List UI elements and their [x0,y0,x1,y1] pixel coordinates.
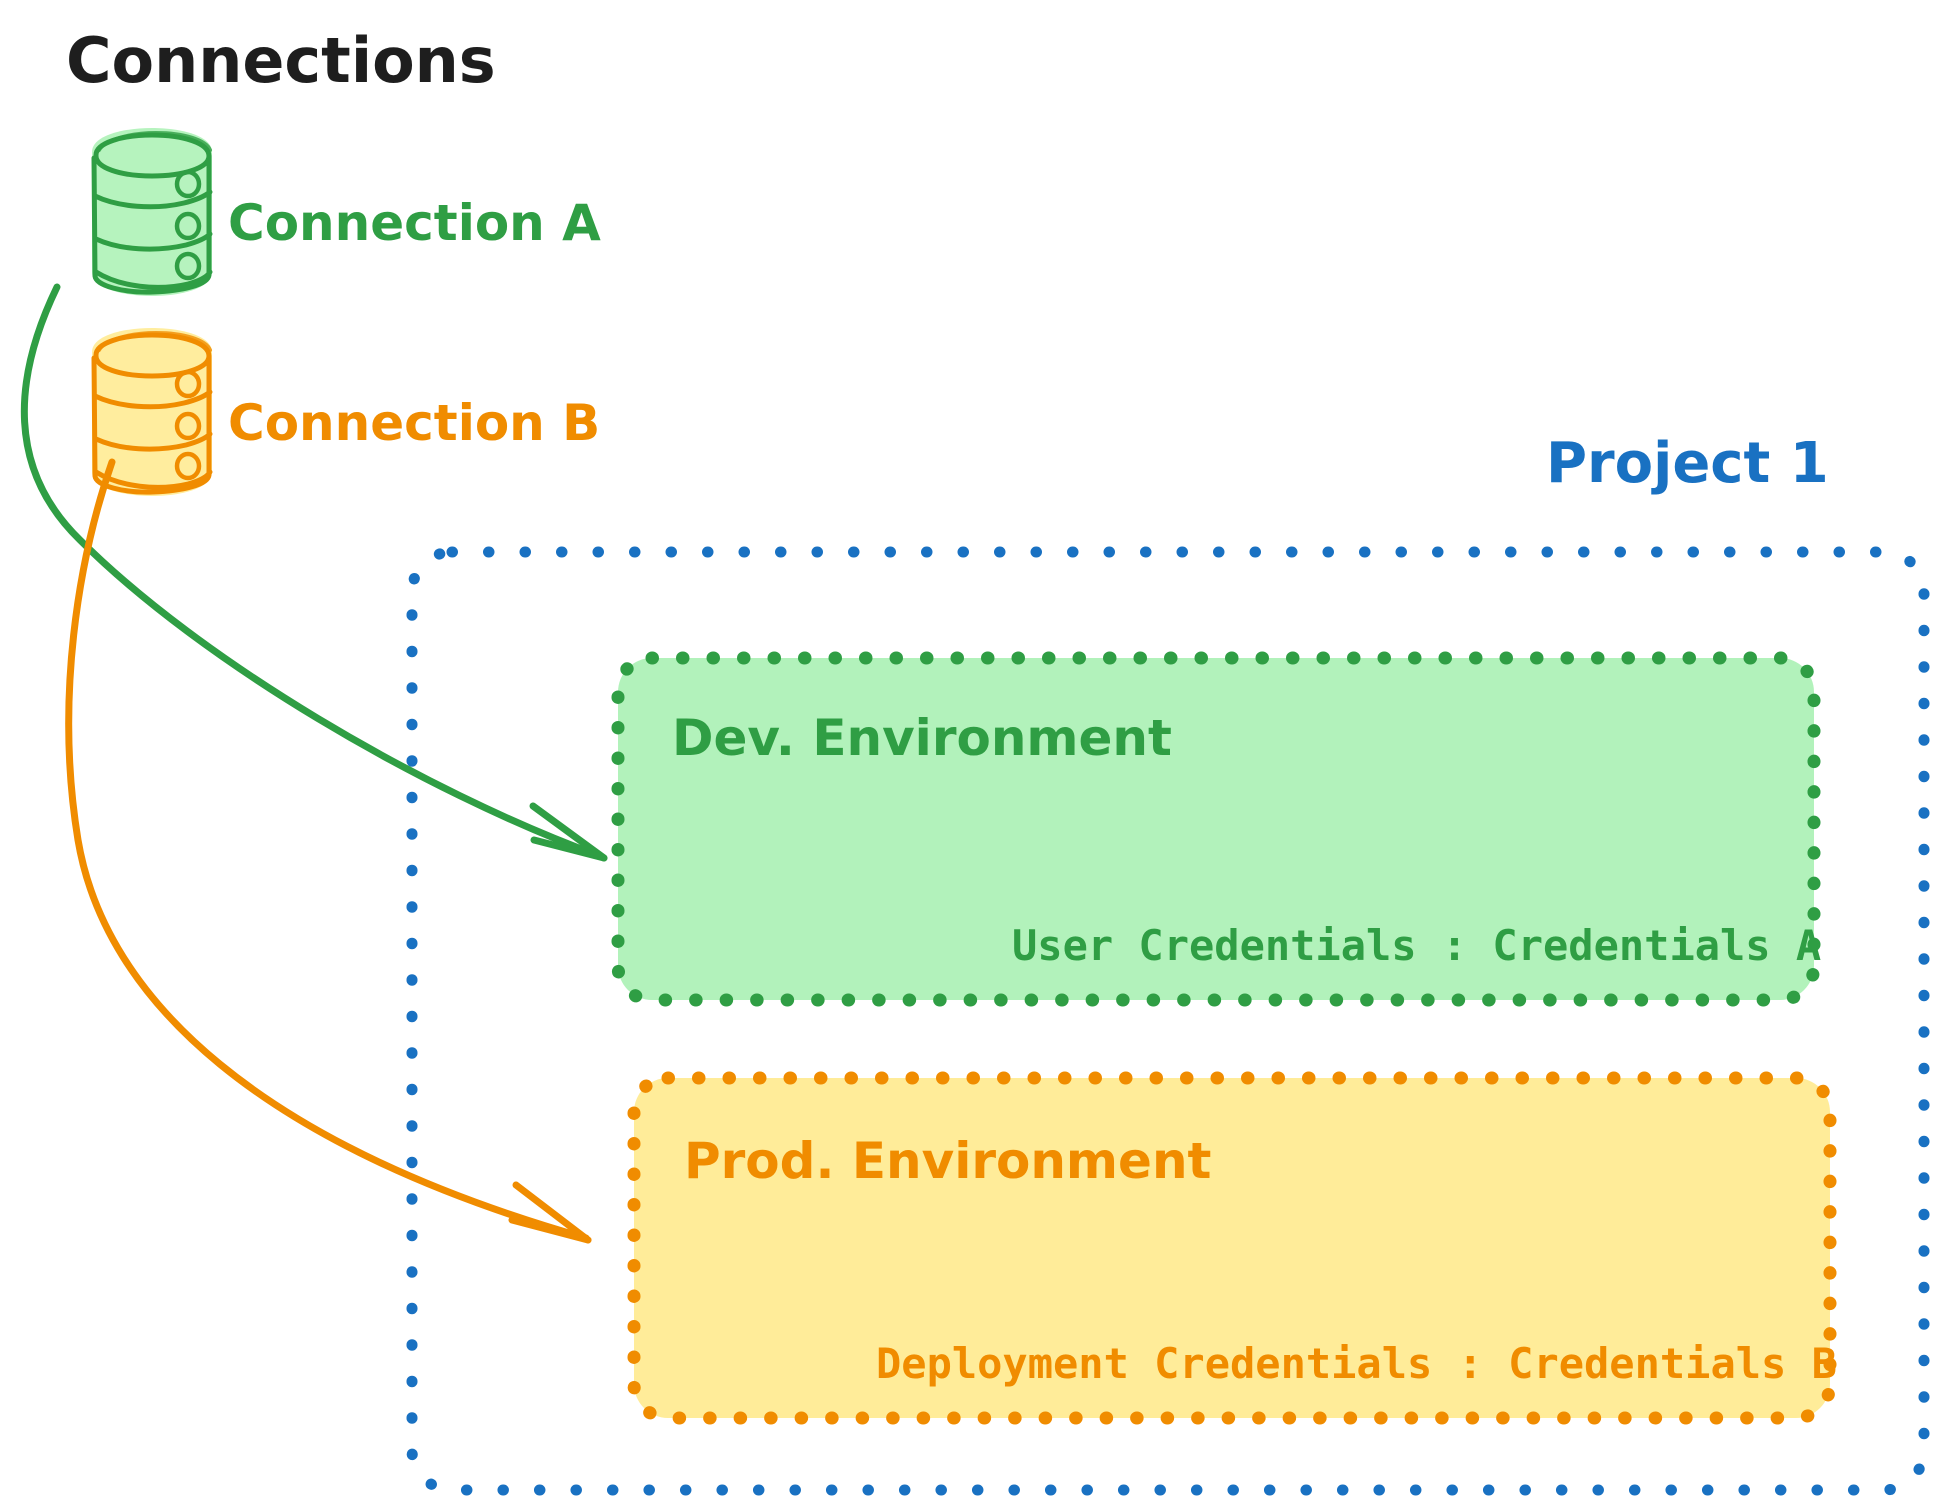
cylinder-b-led-3 [174,451,202,481]
connection-b-arrowhead-lower [508,1216,592,1244]
cylinder-b-top-sketch [97,330,212,352]
prod-environment-title: Prod. Environment [684,1132,1211,1190]
project-dotted-border [406,546,1930,1496]
connection-a-arrow-path [20,283,604,860]
cylinder-b-led-2 [174,411,202,441]
dev-environment-credentials: User Credentials : Credentials A [1012,921,1821,970]
cylinder-a-led-3 [174,251,202,281]
prod-environment-box[interactable] [627,1071,1837,1425]
cylinder-a-divider-2 [93,231,213,252]
dev-environment-title: Dev. Environment [672,709,1172,767]
connection-b-arrowhead-upper [512,1181,592,1244]
database-cylinder-icon-a[interactable] [91,128,213,296]
cylinder-a-top-sketch [97,130,212,152]
cylinder-b-body [91,354,212,495]
cylinder-a-led-1 [174,169,202,199]
project-container[interactable] [406,546,1930,1496]
legend-item-label-connection-a: Connection A [228,194,601,252]
prod-environment-dotted-border [627,1071,1837,1425]
cylinder-a-bottom [93,269,213,290]
connection-b-to-prod-arrow[interactable] [65,458,592,1244]
cylinder-a-led-2 [174,211,202,241]
prod-environment-fill [634,1078,1830,1418]
cylinder-b-divider-2 [93,431,213,452]
connection-a-to-dev-arrow[interactable] [20,283,608,862]
cylinder-b-divider-1 [92,389,213,410]
connection-a-arrowhead-upper [529,802,608,862]
cylinder-b-led-1 [174,369,202,399]
connection-b-arrow-path [65,458,590,1242]
cylinder-a-fill [92,128,212,296]
legend-item-label-connection-b: Connection B [228,394,600,452]
dev-environment-fill [618,658,1814,1000]
prod-environment-credentials: Deployment Credentials : Credentials B [876,1339,1837,1388]
project-label: Project 1 [1546,431,1829,496]
cylinder-a-divider-1 [92,189,213,210]
cylinder-b-bottom [93,469,213,490]
dev-environment-dotted-border [611,651,1821,1007]
database-cylinder-icon-b[interactable] [91,328,213,496]
connection-a-arrowhead-lower [530,836,608,862]
cylinder-a-body [91,154,212,295]
legend-title: Connections [66,24,496,97]
dev-environment-box[interactable] [611,651,1821,1007]
